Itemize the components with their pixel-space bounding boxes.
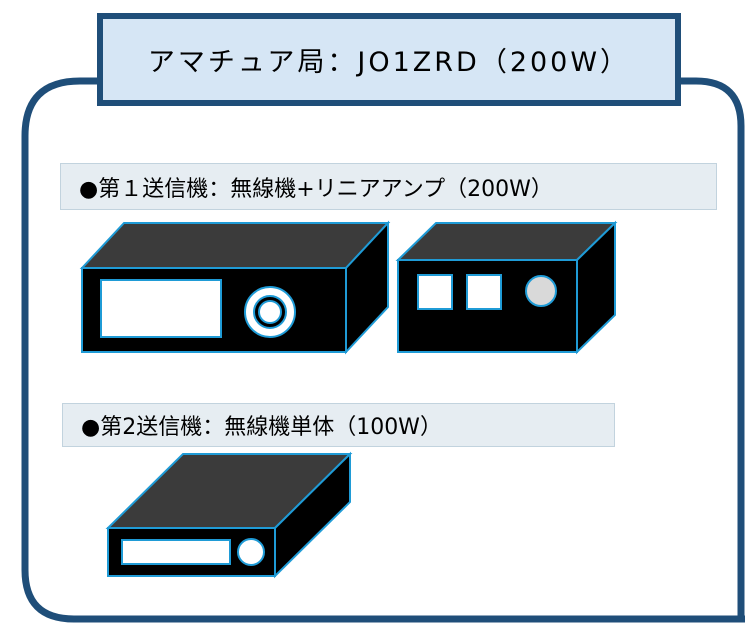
transmitter2-label: ●第2送信機：無線機単体（100W） [81, 415, 442, 440]
amp-meter-right [466, 274, 502, 310]
transmitter2-label-box: ●第2送信機：無線機単体（100W） [62, 403, 615, 447]
display-panel [100, 279, 222, 338]
amp-meter-left [417, 274, 453, 310]
display-panel-small [121, 539, 231, 565]
station-title-box: アマチュア局：JO1ZRD（200W） [97, 13, 681, 106]
radio-transceiver-2 [105, 451, 353, 579]
knob-small-icon [237, 538, 265, 566]
amp-knob-icon [525, 275, 557, 307]
transmitter1-label-box: ●第１送信機：無線機+リニアアンプ（200W） [60, 163, 717, 210]
station-title: アマチュア局：JO1ZRD（200W） [147, 47, 631, 78]
linear-amplifier [395, 220, 618, 355]
radio-transceiver-1 [79, 220, 391, 355]
knob-icon [258, 300, 282, 324]
transmitter1-label: ●第１送信機：無線機+リニアアンプ（200W） [79, 176, 553, 202]
